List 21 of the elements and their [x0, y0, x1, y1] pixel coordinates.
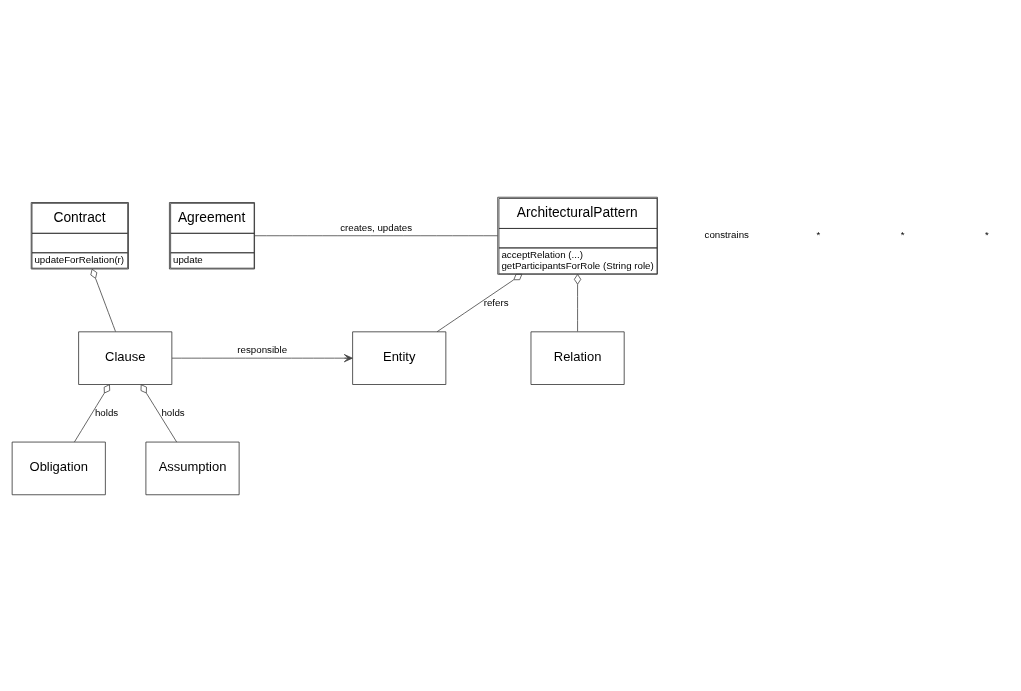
- label: *: [900, 228, 905, 240]
- edge-label: holds: [94, 406, 119, 418]
- node-box: Clause: [78, 330, 173, 385]
- edge-label: responsible: [237, 343, 288, 355]
- node-box: Assumption: [145, 441, 240, 495]
- label: *: [985, 228, 989, 240]
- edge-label: holds: [161, 406, 185, 418]
- node-box: Relation: [530, 330, 625, 385]
- edge-label: refers: [483, 296, 509, 308]
- connector: [436, 273, 523, 332]
- label: *: [816, 228, 821, 240]
- connector: [573, 273, 582, 332]
- arrow: [171, 353, 353, 362]
- node-box: Obligation: [11, 441, 106, 495]
- connector: [90, 268, 116, 332]
- node-box: Entity: [352, 330, 447, 385]
- edge-label: creates, updates: [340, 221, 413, 233]
- connector: [74, 383, 111, 442]
- connector: [140, 383, 178, 442]
- label: constrains: [704, 228, 749, 240]
- connector: [254, 234, 499, 236]
